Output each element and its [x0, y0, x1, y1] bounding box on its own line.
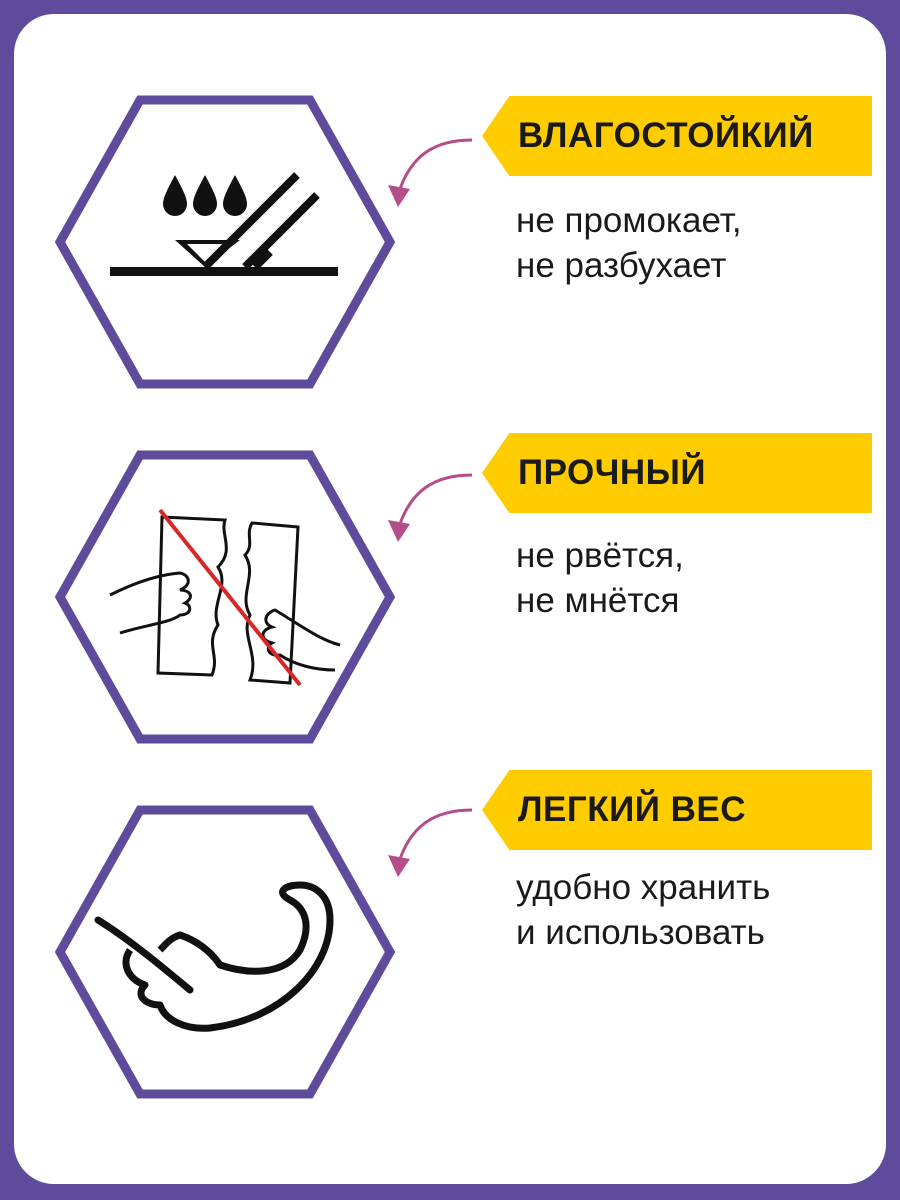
feature-title: ЛЕГКИЙ ВЕС [518, 790, 747, 829]
feature-title-badge: ПРОЧНЫЙ [482, 433, 872, 513]
feature-title-badge: ВЛАГОСТОЙКИЙ [482, 96, 872, 176]
hexagon-frame [54, 805, 396, 1099]
feature-title-badge: ЛЕГКИЙ ВЕС [482, 770, 872, 850]
description-line: не разбухает [516, 246, 727, 285]
pointer-arrow-icon [388, 138, 473, 207]
description-line: не мнётся [516, 581, 680, 620]
feature-durable: ПРОЧНЫЙ не рвётся, не мнётся [0, 433, 900, 775]
water-resistant-icon [110, 172, 338, 276]
feature-icon [94, 881, 334, 1032]
feature-title: ВЛАГОСТОЙКИЙ [518, 116, 814, 155]
feature-description: не промокает, не разбухает [516, 198, 742, 288]
feature-water-resistant: ВЛАГОСТОЙКИЙ не промокает, не разбухает [0, 90, 900, 420]
feature-description: не рвётся, не мнётся [516, 533, 684, 623]
description-line: удобно хранить [516, 868, 771, 907]
description-line: не рвётся, [516, 536, 684, 575]
pointer-arrow-icon [388, 808, 473, 877]
feature-description: удобно хранить и использовать [516, 865, 770, 955]
description-line: не промокает, [516, 201, 742, 240]
feature-title: ПРОЧНЫЙ [518, 453, 707, 492]
pointer-arrow-icon [388, 473, 473, 542]
no-tearing-icon [109, 508, 341, 687]
feature-lightweight: ЛЕГКИЙ ВЕС удобно хранить и использовать [0, 770, 900, 1130]
description-line: и использовать [516, 913, 765, 952]
